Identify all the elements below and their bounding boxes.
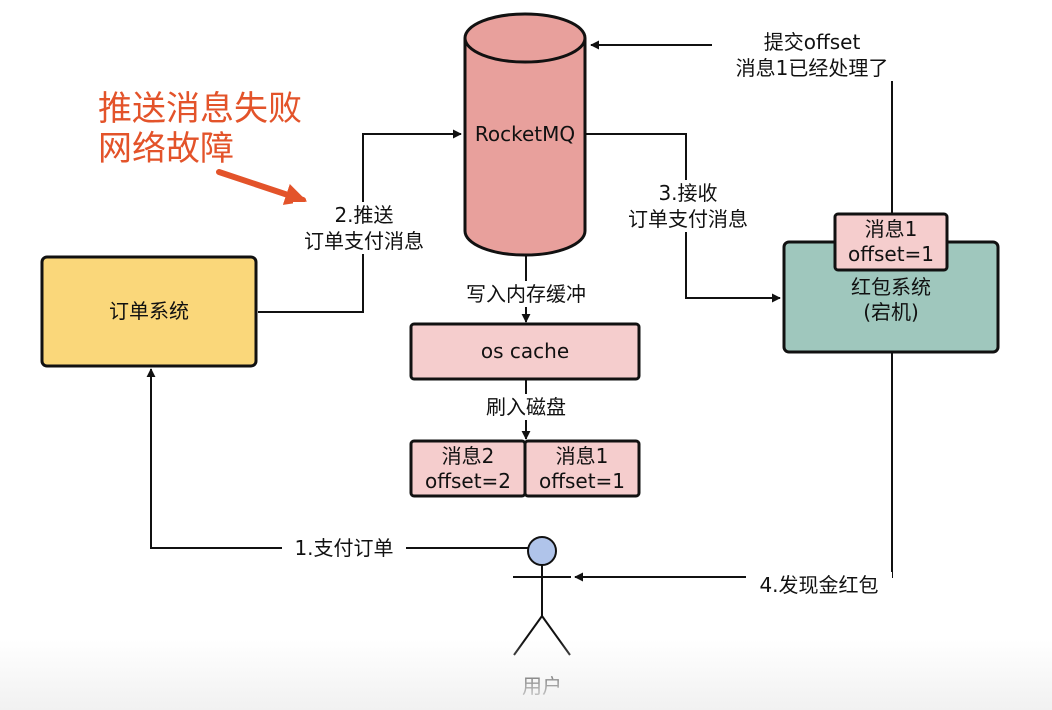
disk-msg1-text: 消息1 offset=1 <box>525 441 639 496</box>
receive-line2: 订单支付消息 <box>628 207 748 231</box>
red-packet-status: (宕机) <box>863 300 919 324</box>
failure-annotation: 推送消息失败 网络故障 <box>98 89 302 169</box>
disk-msg1-offset: offset=1 <box>538 468 626 493</box>
user-head <box>527 536 557 566</box>
disk-msg1-title: 消息1 <box>555 443 609 468</box>
push-line2: 订单支付消息 <box>304 229 424 253</box>
consumer-msg-title: 消息1 <box>864 217 918 241</box>
flush-disk-label: 刷入磁盘 <box>474 394 578 420</box>
pay-order-label: 1.支付订单 <box>282 535 406 561</box>
disk-msg1-node[interactable] <box>523 439 641 498</box>
consumer-msg-text: 消息1 offset=1 <box>835 214 947 270</box>
push-label: 2.推送 订单支付消息 <box>293 202 435 254</box>
consumer-msg-offset: offset=1 <box>847 242 935 266</box>
receive-label: 3.接收 订单支付消息 <box>614 180 762 232</box>
order-system-node[interactable] <box>40 255 258 368</box>
receive-line1: 3.接收 <box>658 181 718 205</box>
consumer-msg-node[interactable] <box>833 212 949 272</box>
commit-offset-line2: 消息1已经处理了 <box>735 56 889 80</box>
disk-msg2-offset: offset=2 <box>424 468 512 493</box>
red-packet-text: 红包系统 (宕机) <box>784 270 998 330</box>
user-label: 用户 <box>522 673 562 698</box>
disk-msg2-text: 消息2 offset=2 <box>411 441 525 496</box>
send-redpacket-label: 4.发现金红包 <box>746 572 892 598</box>
os-cache-label: os cache <box>480 339 570 363</box>
rocketmq-node[interactable] <box>463 12 587 257</box>
failure-arrow <box>216 169 308 205</box>
send-redpacket-connector <box>574 352 893 582</box>
user-figure[interactable] <box>513 536 571 656</box>
commit-offset-label: 提交offset 消息1已经处理了 <box>712 29 912 81</box>
write-buffer-label: 写入内存缓冲 <box>454 281 598 307</box>
disk-msg2-title: 消息2 <box>441 443 495 468</box>
red-packet-title: 红包系统 <box>851 275 931 299</box>
push-line1: 2.推送 <box>334 203 394 227</box>
failure-annotation-line1: 推送消息失败 <box>98 89 302 129</box>
failure-annotation-line2: 网络故障 <box>98 129 234 169</box>
order-system-label: 订单系统 <box>109 299 189 323</box>
os-cache-node[interactable] <box>409 322 641 381</box>
rocketmq-label: RocketMQ <box>474 121 576 146</box>
commit-offset-line1: 提交offset <box>763 30 861 54</box>
